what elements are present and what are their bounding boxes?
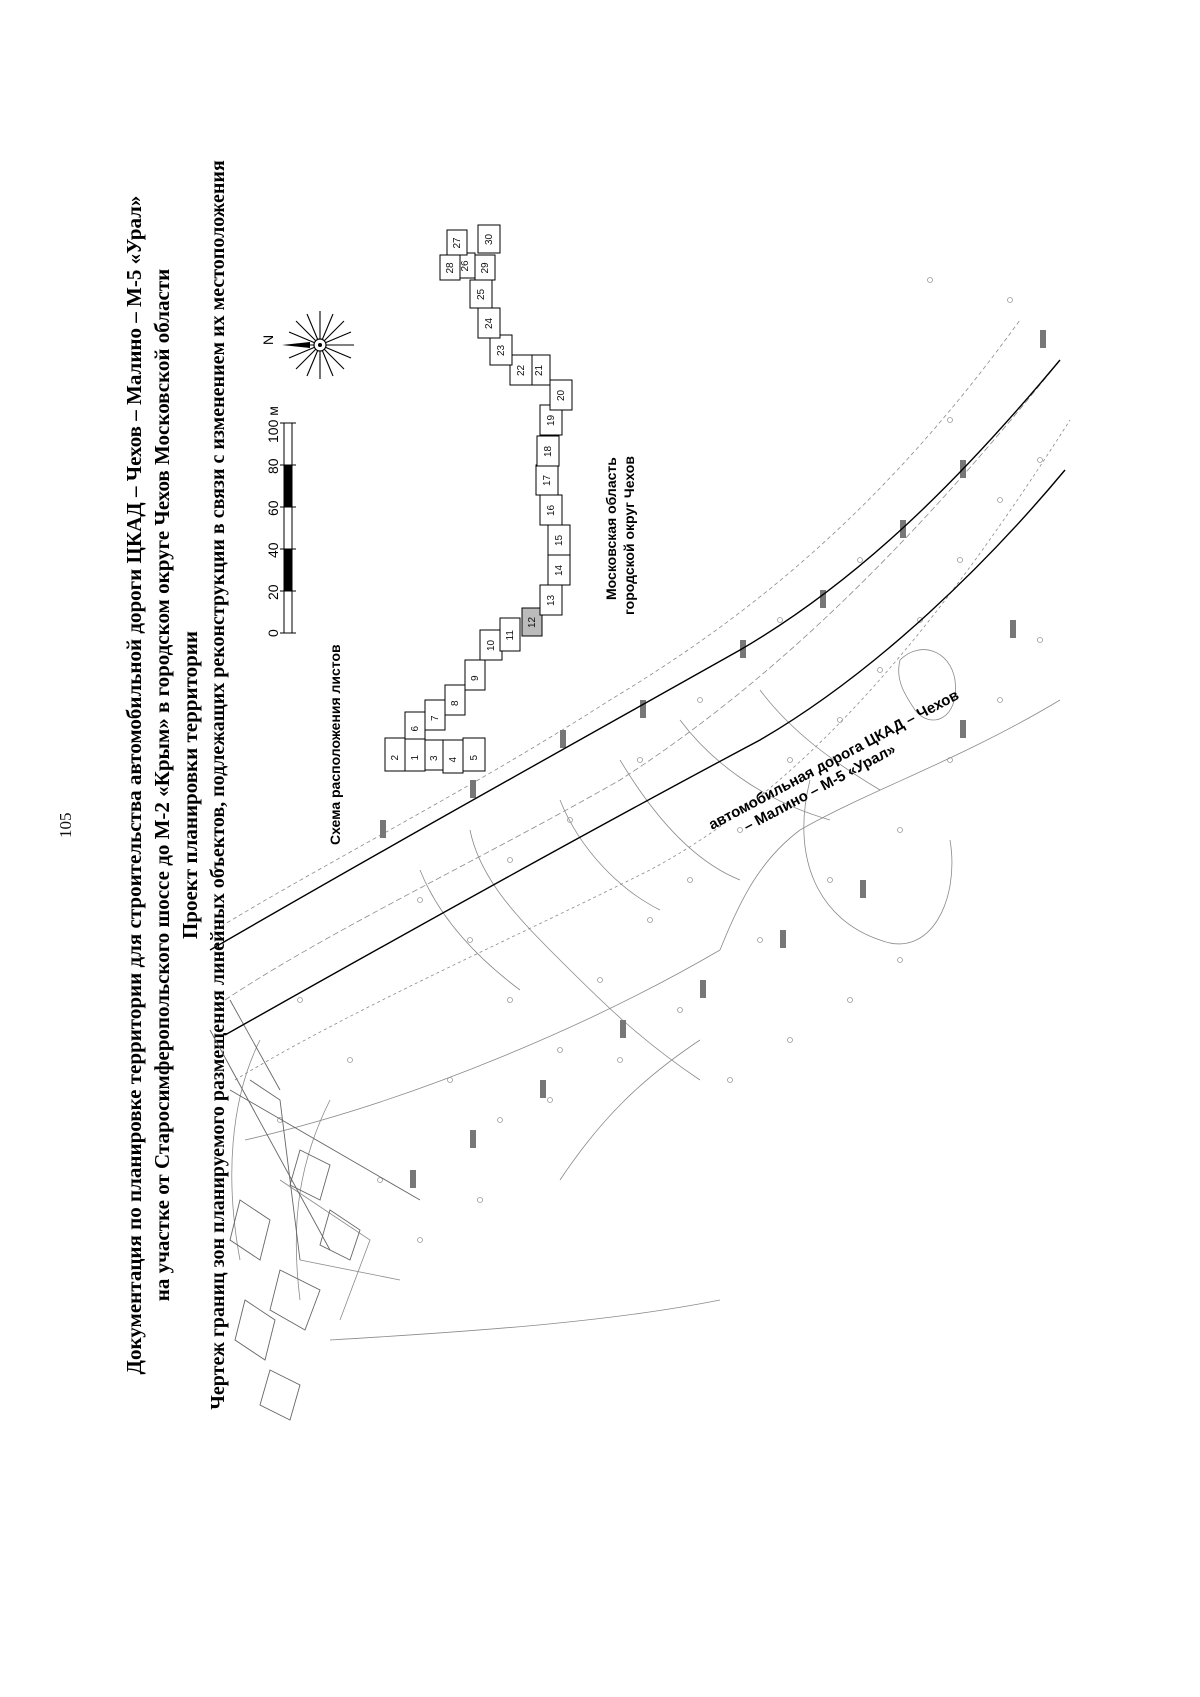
sheet-box-28 bbox=[439, 254, 461, 281]
compass-north-label: N bbox=[260, 335, 276, 345]
road-label: автомобильная дорога ЦКАД – Чехов – Мали… bbox=[706, 687, 962, 836]
scale-bar-black-segment bbox=[284, 465, 292, 507]
sheet-box-8 bbox=[444, 684, 466, 716]
sheet-label-22: 22 bbox=[516, 364, 527, 376]
sheet-label-11: 11 bbox=[505, 630, 516, 641]
sheet-label-26: 26 bbox=[460, 260, 471, 272]
sheet-label-1: 1 bbox=[410, 755, 421, 761]
sheet-index-caption: Схема расположения листов bbox=[327, 644, 343, 845]
sheet-label-16: 16 bbox=[546, 504, 557, 516]
scale-bar: 0 20 40 60 80 100 м bbox=[265, 406, 296, 637]
sheet-label-9: 9 bbox=[470, 675, 481, 681]
sheet-label-30: 30 bbox=[484, 233, 495, 245]
road-label-line-1: автомобильная дорога ЦКАД – Чехов bbox=[706, 687, 962, 834]
sheet-label-25: 25 bbox=[476, 288, 487, 300]
sheet-label-5: 5 bbox=[469, 755, 480, 761]
scale-tick-80: 80 bbox=[265, 458, 281, 474]
sheet-label-19: 19 bbox=[546, 414, 557, 426]
road-centerlines bbox=[209, 359, 1066, 1036]
sheet-box-5 bbox=[462, 737, 486, 772]
elevation-marks bbox=[380, 330, 1046, 1188]
terrain-survey bbox=[214, 319, 1071, 1341]
sheet-box-12 bbox=[521, 607, 543, 637]
sheet-box-29 bbox=[474, 254, 496, 281]
sheet-label-7: 7 bbox=[430, 715, 441, 721]
sheet-box-7 bbox=[424, 699, 446, 731]
scale-tick-60: 60 bbox=[265, 500, 281, 516]
sheet-label-14: 14 bbox=[554, 564, 565, 576]
sheet-label-23: 23 bbox=[496, 344, 507, 356]
compass-rose-icon: N bbox=[260, 311, 354, 379]
sheet-box-6 bbox=[404, 711, 426, 740]
sheet-label-17: 17 bbox=[542, 474, 553, 486]
sheet-box-20 bbox=[549, 379, 573, 411]
sheet-label-18: 18 bbox=[543, 445, 554, 457]
sheet-label-4: 4 bbox=[448, 757, 459, 763]
sheet-label-28: 28 bbox=[445, 262, 456, 274]
sheet-label-2: 2 bbox=[390, 755, 401, 761]
scale-tick-20: 20 bbox=[265, 584, 281, 600]
settlement-area bbox=[209, 999, 421, 1421]
scale-tick-40: 40 bbox=[265, 542, 281, 558]
sheet-box-23 bbox=[489, 334, 513, 366]
sheet-label-3: 3 bbox=[429, 755, 440, 761]
sheet-label-15: 15 bbox=[554, 534, 565, 546]
sheet-label-6: 6 bbox=[410, 726, 421, 732]
sheet-label-12: 12 bbox=[527, 616, 538, 628]
sheet-box-3 bbox=[424, 739, 444, 771]
sheet-box-30 bbox=[477, 224, 501, 254]
survey-points bbox=[277, 277, 1043, 1243]
sheet-label-21: 21 bbox=[534, 364, 545, 376]
sheet-label-13: 13 bbox=[546, 594, 557, 606]
sheet-label-20: 20 bbox=[556, 389, 567, 401]
sheet-box-2 bbox=[384, 737, 406, 772]
sheet-box-1 bbox=[404, 737, 426, 772]
scale-tick-0: 0 bbox=[265, 629, 281, 637]
region-label-line-1: Московская область bbox=[603, 457, 619, 600]
sheet-label-8: 8 bbox=[450, 700, 461, 706]
sheet-label-24: 24 bbox=[484, 317, 495, 329]
sheet-box-9 bbox=[464, 659, 486, 691]
scale-tick-100: 100 м bbox=[265, 406, 281, 443]
sheet-label-10: 10 bbox=[486, 639, 497, 651]
sheet-label-29: 29 bbox=[480, 262, 491, 274]
sheet-box-4 bbox=[442, 739, 464, 774]
sheet-box-18 bbox=[536, 435, 560, 467]
region-label-line-2: городской округ Чехов bbox=[621, 456, 637, 615]
sheet-box-22 bbox=[509, 354, 533, 386]
sheet-label-27: 27 bbox=[452, 237, 463, 249]
sheet-box-11 bbox=[499, 617, 521, 652]
scale-bar-black-segment bbox=[284, 549, 292, 591]
